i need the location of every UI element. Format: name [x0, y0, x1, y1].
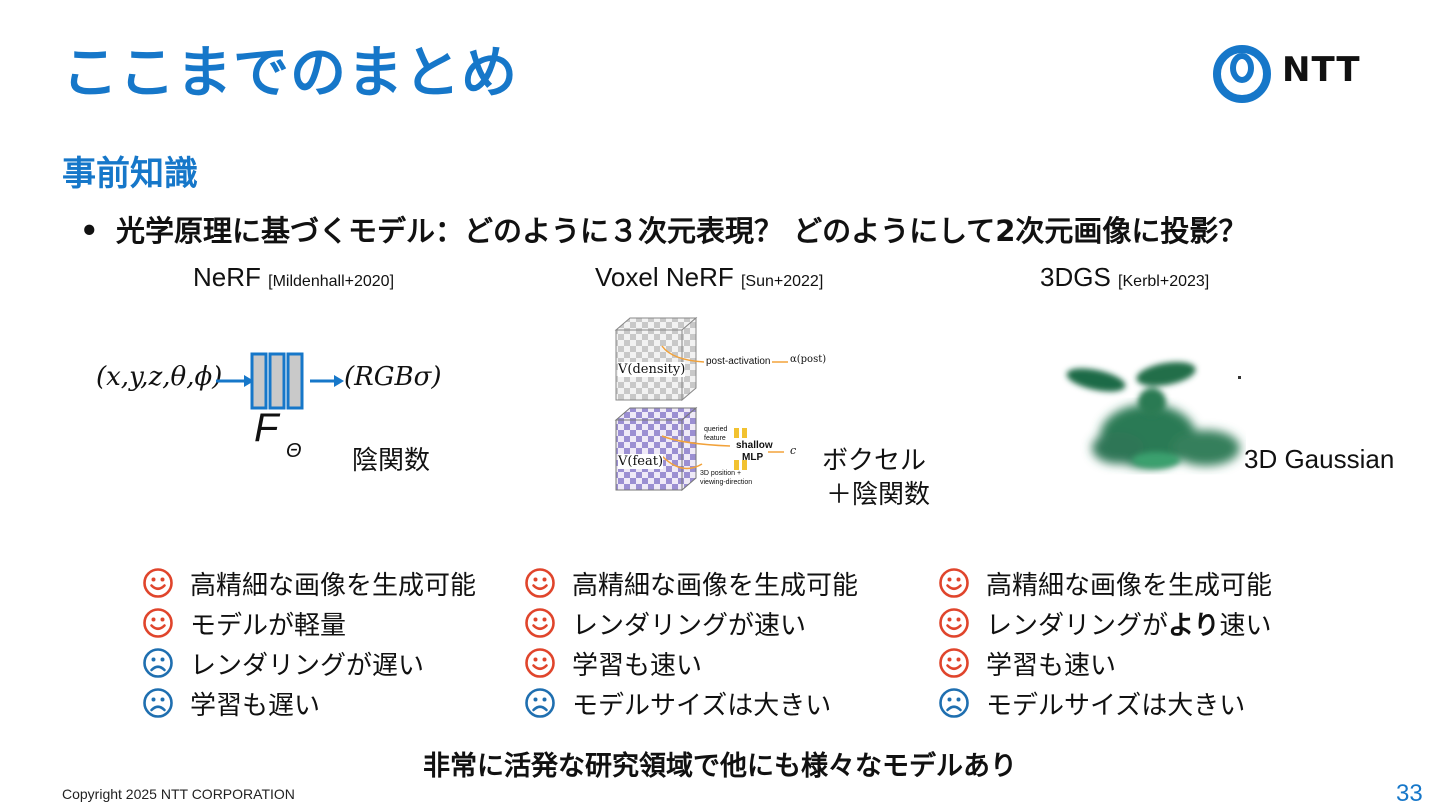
bullet-item: • 光学原理に基づくモデル：どのように３次元表現？ どのようにして2次元画像に投影…	[80, 208, 1247, 250]
voxel-nerf-ref: [Sun+2022]	[740, 273, 824, 290]
shallow-label: shallow	[736, 440, 773, 451]
3dgs-heading: 3DGS [Kerbl+2023]	[1040, 262, 1209, 293]
happy-face-icon	[939, 608, 969, 638]
3dgs-pros-cons-list: 高精細な画像を生成可能 レンダリングがより速い 学習も速い モデルサイズは大きい	[938, 563, 1272, 723]
nerf-pros-cons-list: 高精細な画像を生成可能 モデルが軽量 レンダリングが遅い 学習も遅い	[142, 563, 476, 723]
density-grid-label: V(density)	[618, 362, 686, 377]
ntt-logo-icon	[1213, 45, 1271, 103]
voxel-caption-line1: ボクセル	[822, 446, 927, 476]
bullet-dot: •	[80, 214, 99, 248]
list-item: レンダリングが速い	[524, 603, 858, 643]
nerf-ref: [Mildenhall+2020]	[268, 273, 395, 290]
voxel-caption-line2: ＋陰関数	[826, 480, 931, 510]
summary-note: 非常に活発な研究領域で他にも様々なモデルあり	[423, 751, 1017, 782]
nerf-name: NeRF	[193, 262, 261, 292]
list-item: 学習も速い	[938, 643, 1272, 683]
list-item: モデルが軽量	[142, 603, 476, 643]
post-activation-label: post-activation	[706, 356, 771, 367]
3dgs-name: 3DGS	[1040, 262, 1111, 292]
list-item: 学習も速い	[524, 643, 858, 683]
nerf-input: (x,y,z,θ,ϕ)	[96, 362, 223, 392]
list-item: 高精細な画像を生成可能	[524, 563, 858, 603]
happy-face-icon	[525, 608, 555, 638]
sad-face-icon	[143, 648, 173, 678]
emphasis-text: より	[1168, 610, 1220, 641]
voxel-nerf-heading: Voxel NeRF [Sun+2022]	[595, 262, 823, 293]
copyright: Copyright 2025 NTT CORPORATION	[62, 786, 295, 802]
ntt-logo: NTT	[1212, 44, 1372, 104]
slide-title: ここまでのまとめ	[62, 41, 518, 106]
nerf-mlp-diagram	[216, 352, 344, 410]
3dgs-ref: [Kerbl+2023]	[1118, 273, 1210, 290]
section-heading: 事前知識	[62, 154, 198, 194]
nerf-func-subscript: Θ	[286, 440, 302, 462]
list-item: 高精細な画像を生成可能	[938, 563, 1272, 603]
stray-dot	[1238, 376, 1241, 379]
voxel-nerf-name: Voxel NeRF	[595, 262, 734, 292]
voxel-nerf-diagram: V(density) post-activation α(post) V(fea…	[612, 316, 842, 494]
sad-face-icon	[143, 688, 173, 718]
nerf-output: (RGBσ)	[344, 362, 442, 392]
list-item: レンダリングが遅い	[142, 643, 476, 683]
voxel-nerf-pros-cons-list: 高精細な画像を生成可能 レンダリングが速い 学習も速い モデルサイズは大きい	[524, 563, 858, 723]
feat-grid-label: V(feat)	[618, 454, 664, 469]
queried-label: queried	[704, 426, 728, 433]
list-item: レンダリングがより速い	[938, 603, 1272, 643]
alpha-post-label: α(post)	[790, 354, 827, 365]
sad-face-icon	[939, 688, 969, 718]
sad-face-icon	[525, 688, 555, 718]
nerf-caption: 陰関数	[352, 446, 431, 476]
happy-face-icon	[143, 608, 173, 638]
happy-face-icon	[143, 568, 173, 598]
list-item: モデルサイズは大きい	[524, 683, 858, 723]
happy-face-icon	[939, 648, 969, 678]
happy-face-icon	[525, 648, 555, 678]
list-item: 学習も遅い	[142, 683, 476, 723]
nerf-heading: NeRF [Mildenhall+2020]	[193, 262, 394, 293]
happy-face-icon	[525, 568, 555, 598]
happy-face-icon	[939, 568, 969, 598]
mlp-label: MLP	[742, 452, 764, 463]
feature-label: feature	[704, 435, 726, 442]
gaussian-splat-illustration	[1066, 361, 1240, 468]
nerf-func-label: F	[254, 406, 279, 450]
viewing-direction-label: viewing-direction	[700, 479, 753, 486]
list-item: 高精細な画像を生成可能	[142, 563, 476, 603]
position-label: 3D position +	[700, 470, 742, 477]
list-item: モデルサイズは大きい	[938, 683, 1272, 723]
bullet-text: 光学原理に基づくモデル：どのように３次元表現？ どのようにして2次元画像に投影？	[116, 214, 1248, 248]
ntt-logo-text: NTT	[1282, 50, 1361, 90]
color-output-label: c	[790, 444, 797, 457]
3dgs-caption: 3D Gaussian	[1244, 444, 1395, 474]
page-number: 33	[1396, 780, 1423, 807]
